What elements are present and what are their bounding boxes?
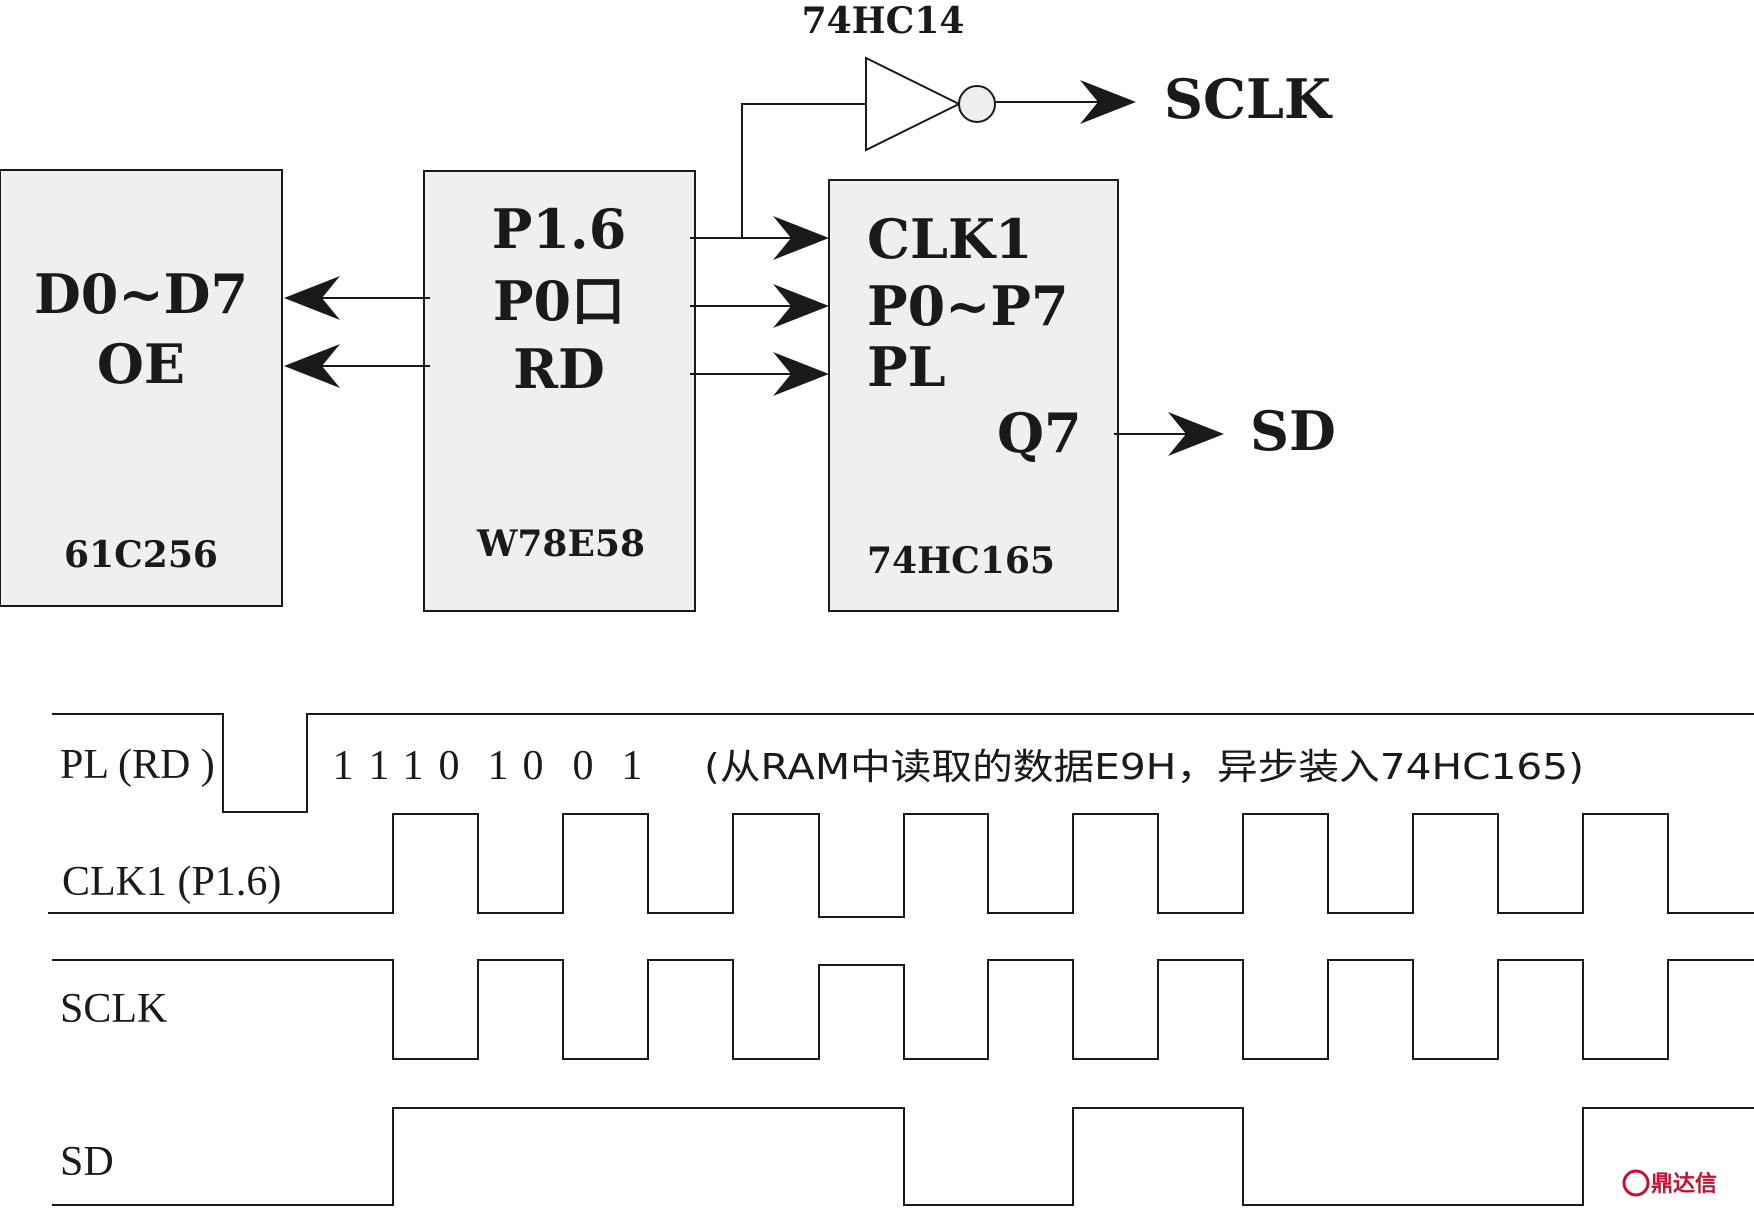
data-bit: 1 <box>369 743 390 789</box>
sd-output-label: SD <box>1250 399 1336 463</box>
timing-sd: SD <box>52 1107 1754 1206</box>
bus-arrow-to-ram-data <box>284 276 430 320</box>
data-bit: 1 <box>622 743 643 789</box>
inverter-part-label: 74HC14 <box>802 0 965 42</box>
data-bit: 0 <box>439 743 460 789</box>
watermark-logo-icon <box>1622 1169 1650 1197</box>
sd-waveform <box>52 1107 1754 1206</box>
mcu-pin-p0: P0口 <box>493 269 625 333</box>
ram-pin-oe: OE <box>97 332 185 396</box>
inverter-gate: 74HC14 <box>802 0 996 152</box>
pl-signal-label: PL (RD ) <box>60 742 215 788</box>
mcu-block: P1.6 P0口 RD W78E58 <box>423 170 696 612</box>
sclk-waveform <box>52 959 1754 1060</box>
data-bit: 0 <box>523 743 544 789</box>
sclk-output-label: SCLK <box>1164 67 1333 131</box>
clk1-signal-label: CLK1 (P1.6) <box>62 859 281 905</box>
shift-pin-pl: PL <box>867 335 946 399</box>
pl-waveform <box>52 713 1754 813</box>
shift-pin-q7: Q7 <box>997 401 1082 465</box>
shift-part-label: 74HC165 <box>867 540 1055 582</box>
ram-part-label: 61C256 <box>64 534 218 576</box>
clk1-waveform <box>48 813 1754 918</box>
mcu-part-label: W78E58 <box>476 523 645 565</box>
ram-block: D0~D7 OE 61C256 <box>0 169 283 607</box>
data-bit: 1 <box>488 743 509 789</box>
timing-pl: PL (RD ) <box>52 713 1754 813</box>
shift-register-block: CLK1 P0~P7 PL Q7 74HC165 <box>828 179 1119 612</box>
sd-output-arrow: SD <box>1114 399 1336 463</box>
data-bit: 1 <box>333 743 354 789</box>
shift-pin-data: P0~P7 <box>867 274 1069 338</box>
sclk-output-arrow: SCLK <box>996 67 1333 131</box>
mcu-pin-p16: P1.6 <box>492 197 627 261</box>
bus-arrow-to-ram-oe <box>284 344 430 388</box>
shift-pin-clk1: CLK1 <box>867 207 1032 271</box>
watermark-text: 鼎达信 <box>1651 1171 1717 1197</box>
data-bit: 1 <box>403 743 424 789</box>
mcu-pin-rd: RD <box>513 337 605 401</box>
data-bits: 1 1 1 0 1 0 0 1 <box>333 743 643 789</box>
inverter-bubble <box>958 85 996 123</box>
p0-bus-arrow <box>690 284 829 328</box>
sclk-signal-label: SCLK <box>60 986 167 1032</box>
clk1-arrow <box>690 216 829 260</box>
data-bit: 0 <box>573 743 594 789</box>
timing-sclk: SCLK <box>52 959 1754 1060</box>
sclk-branch-wire <box>741 103 866 238</box>
ram-pin-data: D0~D7 <box>34 262 248 326</box>
data-note: (从RAM中读取的数据E9H，异步装入74HC165) <box>704 747 1584 788</box>
timing-clk1: CLK1 (P1.6) <box>48 813 1754 918</box>
sd-signal-label: SD <box>60 1139 114 1185</box>
pl-arrow <box>690 352 829 396</box>
watermark: 鼎达信 <box>1622 1169 1717 1197</box>
